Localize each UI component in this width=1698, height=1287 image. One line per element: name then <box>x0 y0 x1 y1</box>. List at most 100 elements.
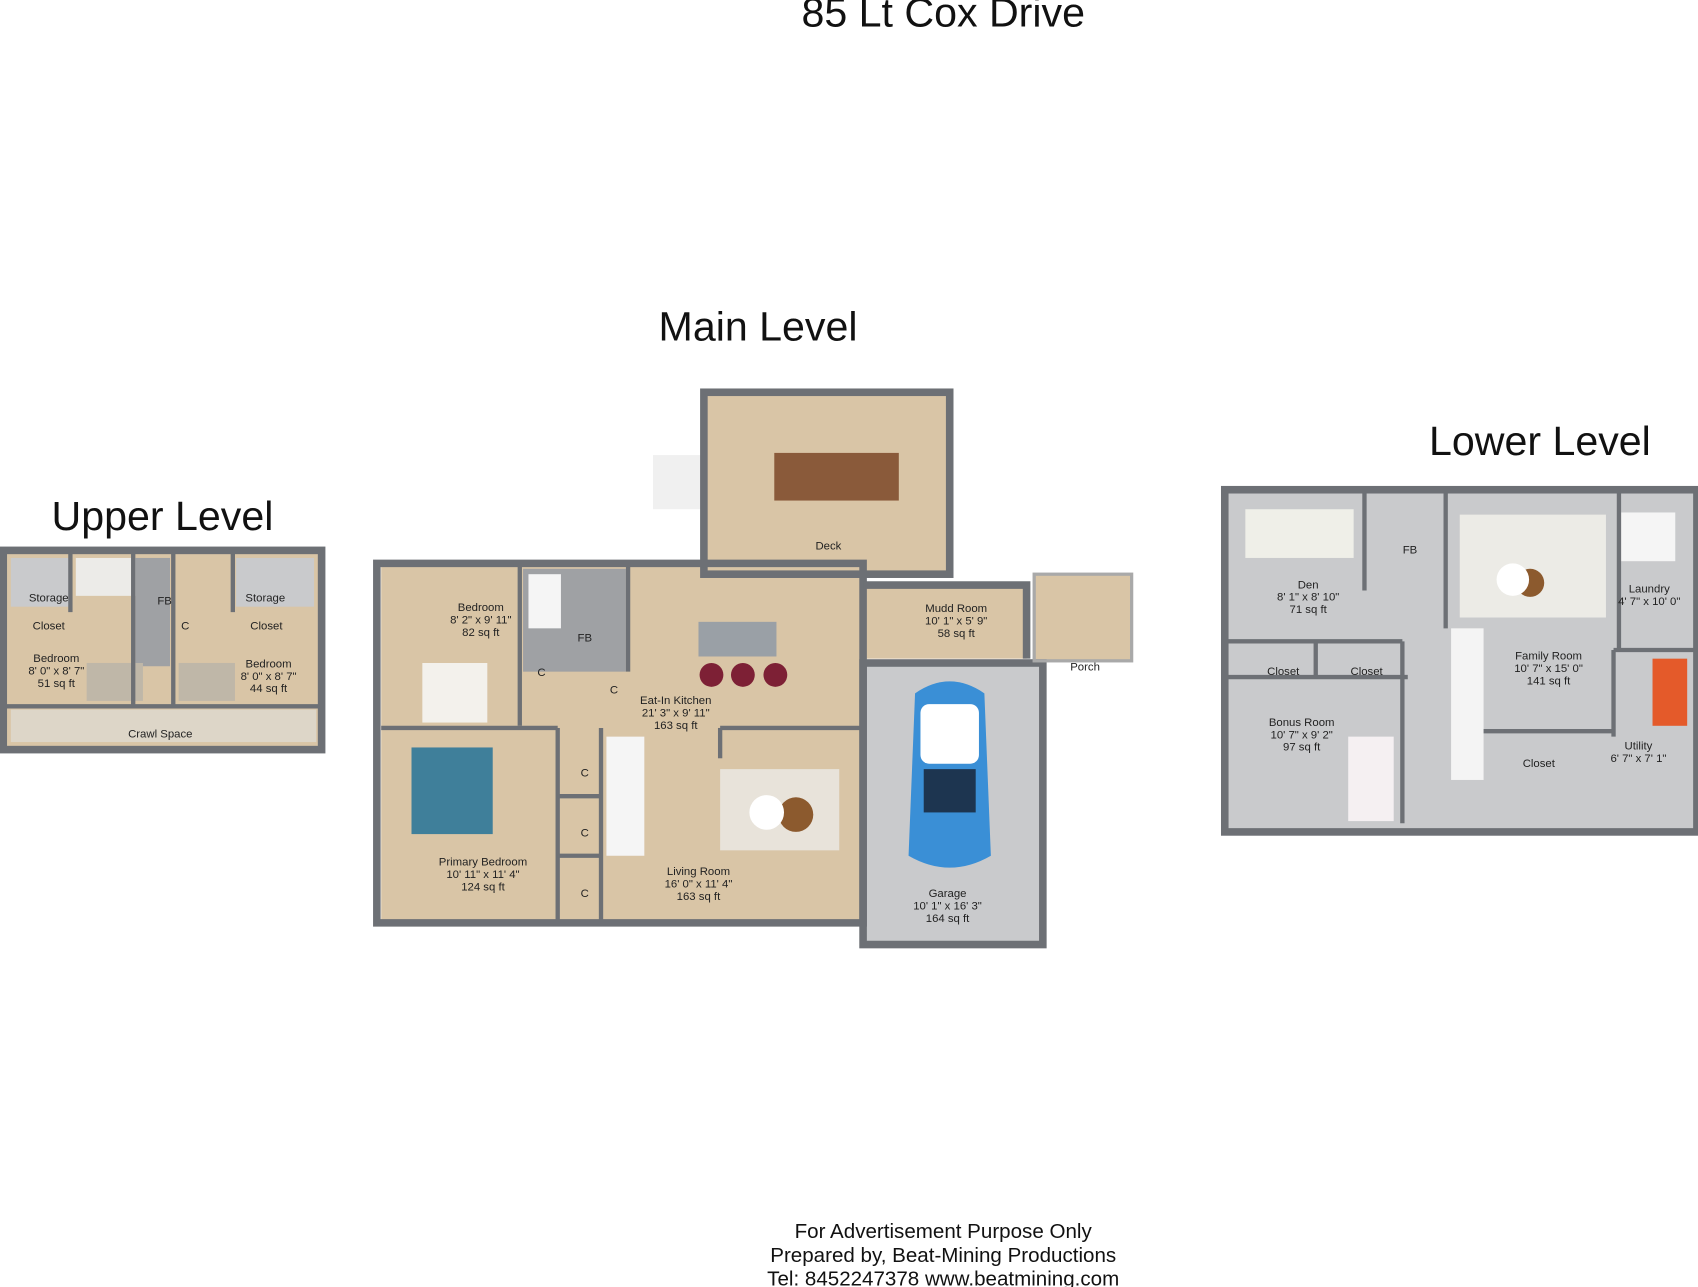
room-name: FB <box>578 632 593 644</box>
room-name: Storage <box>29 592 69 604</box>
room-dimensions: 8' 1" x 8' 10" <box>1277 592 1339 604</box>
room-name: Eat-In Kitchen <box>640 695 711 707</box>
room-label: Closet <box>1523 758 1556 770</box>
room-name: C <box>181 620 189 632</box>
room-name: Deck <box>815 540 841 552</box>
room-label: FB <box>157 596 172 608</box>
room-name: Utility <box>1625 741 1653 753</box>
footer-line: Tel: 8452247378 www.beatmining.com <box>767 1268 1119 1287</box>
room-name: Den <box>1298 579 1319 591</box>
room-label: Closet <box>1267 666 1300 678</box>
room-area: 163 sq ft <box>677 891 721 903</box>
room-name: Bedroom <box>246 658 292 670</box>
room-name: C <box>581 888 589 900</box>
footer-line: For Advertisement Purpose Only <box>795 1220 1093 1243</box>
upper-level-heading: Upper Level <box>52 493 274 539</box>
room-name: Closet <box>1267 666 1300 678</box>
room-name: Closet <box>1351 666 1384 678</box>
room-label: C <box>610 684 618 696</box>
room-name: Garage <box>929 888 967 900</box>
room-dimensions: 10' 1" x 5' 9" <box>925 616 987 628</box>
room-dimensions: 6' 7" x 7' 1" <box>1610 753 1666 765</box>
room-name: Porch <box>1070 662 1100 674</box>
property-title: 85 Lt Cox Drive <box>801 0 1085 35</box>
room-name: C <box>610 684 618 696</box>
room-area: 163 sq ft <box>654 720 698 732</box>
room-name: Closet <box>250 620 283 632</box>
room-area: 58 sq ft <box>938 628 976 640</box>
room-name: Mudd Room <box>925 603 987 615</box>
room-label: C <box>581 888 589 900</box>
room-area: 82 sq ft <box>462 627 500 639</box>
footer-text: For Advertisement Purpose Only Prepared … <box>767 1220 1119 1287</box>
room-name: Crawl Space <box>128 729 192 741</box>
main-level-heading: Main Level <box>659 303 858 349</box>
room-area: 164 sq ft <box>926 913 970 925</box>
room-name: C <box>581 827 589 839</box>
room-dimensions: 10' 1" x 16' 3" <box>913 900 982 912</box>
room-label: Deck <box>815 540 841 552</box>
room-name: Laundry <box>1629 584 1670 596</box>
room-name: Closet <box>1523 758 1556 770</box>
room-dimensions: 4' 7" x 10' 0" <box>1618 596 1680 608</box>
room-dimensions: 21' 3" x 9' 11" <box>642 708 710 720</box>
room-label: Crawl Space <box>128 729 192 741</box>
room-area: 71 sq ft <box>1290 604 1328 616</box>
room-name: FB <box>157 596 172 608</box>
room-name: Family Room <box>1515 651 1582 663</box>
room-label: FB <box>578 632 593 644</box>
footer-line: Prepared by, Beat-Mining Productions <box>770 1244 1116 1267</box>
room-area: 124 sq ft <box>461 881 505 893</box>
room-dimensions: 16' 0" x 11' 4" <box>665 879 733 891</box>
room-name: FB <box>1403 545 1418 557</box>
room-label: FB <box>1403 545 1418 557</box>
room-area: 51 sq ft <box>38 678 76 690</box>
room-area: 44 sq ft <box>250 683 288 695</box>
room-label: Storage <box>29 592 69 604</box>
room-dimensions: 8' 0" x 8' 7" <box>241 671 297 683</box>
room-label: Closet <box>1351 666 1384 678</box>
room-label: C <box>181 620 189 632</box>
room-name: Living Room <box>667 866 730 878</box>
room-name: Storage <box>245 592 285 604</box>
room-name: Closet <box>33 620 66 632</box>
lower-level-plan: Lower Level <box>1220 418 1698 836</box>
room-dimensions: 8' 2" x 9' 11" <box>450 614 511 626</box>
room-label: Closet <box>250 620 283 632</box>
room-label: C <box>537 667 545 679</box>
room-name: C <box>581 768 589 780</box>
room-area: 141 sq ft <box>1527 676 1571 688</box>
room-label: Storage <box>245 592 285 604</box>
room-area: 97 sq ft <box>1283 742 1321 754</box>
room-label: Closet <box>33 620 66 632</box>
room-label: C <box>581 827 589 839</box>
room-dimensions: 8' 0" x 8' 7" <box>28 665 84 677</box>
room-name: C <box>537 667 545 679</box>
room-name: Bedroom <box>458 602 504 614</box>
room-label: Porch <box>1070 662 1100 674</box>
upper-level-plan: Upper Level <box>0 493 326 754</box>
room-dimensions: 10' 11" x 11' 4" <box>446 869 519 881</box>
main-level-plan: Main Level <box>373 303 1134 949</box>
room-dimensions: 10' 7" x 9' 2" <box>1271 729 1333 741</box>
room-label: C <box>581 768 589 780</box>
room-name: Bedroom <box>33 653 79 665</box>
lower-level-heading: Lower Level <box>1429 418 1651 464</box>
room-name: Bonus Room <box>1269 717 1335 729</box>
room-dimensions: 10' 7" x 15' 0" <box>1514 663 1583 675</box>
